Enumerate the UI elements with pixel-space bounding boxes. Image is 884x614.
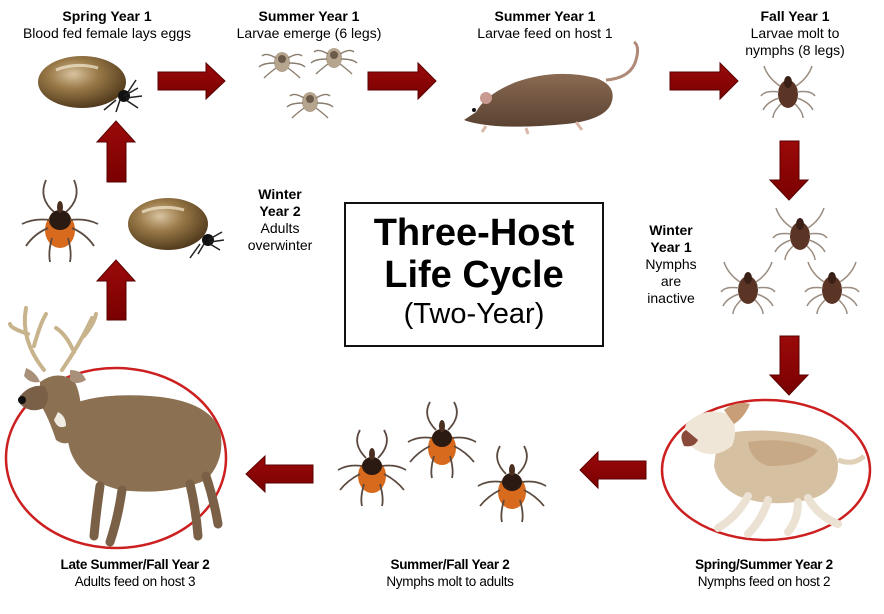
arrow-right-icon (669, 61, 739, 101)
title-line-2: Life Cycle (384, 254, 564, 296)
adult-tick (477, 445, 547, 523)
stage-title: Winter (649, 222, 693, 238)
adult-ticks-icon (337, 401, 547, 523)
nymph (772, 207, 828, 261)
host-circle (660, 398, 872, 542)
arrow-left-icon (579, 450, 647, 490)
tick-nymph-icon (760, 65, 816, 119)
larva (286, 92, 334, 119)
tick-nymphs-inactive-icon (720, 207, 860, 315)
dog-host-2-icon (660, 398, 872, 542)
stage-label-winter-year-1: Winter Year 1 Nymphs are inactive (632, 222, 710, 307)
stage-title: Winter (258, 186, 302, 202)
title-line-1: Three-Host (373, 212, 575, 254)
stage-description: Adults (260, 220, 300, 236)
stage-label-late-summer-fall-year-2: Late Summer/Fall Year 2 Adults feed on h… (20, 556, 250, 590)
deer-host-3-icon (4, 306, 228, 550)
stage-title: Summer Year 1 (494, 8, 596, 24)
adult-tick (407, 401, 477, 479)
stage-title: Summer Year 1 (258, 8, 360, 24)
stage-label-summer-fall-year-2: Summer/Fall Year 2 Nymphs molt to adults (350, 556, 550, 590)
stage-label-winter-year-2: Winter Year 2 Adults overwinter (230, 186, 330, 254)
stage-description: Larvae emerge (6 legs) (236, 25, 382, 41)
tick-larvae-icon (258, 48, 358, 119)
stage-description-line2: are (660, 273, 682, 289)
arrow-down-icon (768, 335, 810, 396)
stage-label-spring-summer-year-2: Spring/Summer Year 2 Nymphs feed on host… (664, 556, 864, 590)
stage-description: Larvae molt to (750, 25, 840, 41)
stage-title-line2: Year 2 (259, 203, 301, 219)
stage-label-spring-year-1: Spring Year 1 Blood fed female lays eggs (4, 8, 210, 42)
adult-tick (337, 429, 407, 507)
stage-description: Nymphs (645, 256, 697, 272)
stage-title: Summer/Fall Year 2 (390, 557, 510, 572)
arrow-left-icon (245, 454, 314, 494)
larva (258, 52, 306, 79)
engorged-tick (128, 198, 225, 259)
stage-description-line2: nymphs (8 legs) (745, 42, 845, 58)
nymph (720, 261, 776, 315)
stage-label-fall-year-1: Fall Year 1 Larvae molt to nymphs (8 leg… (730, 8, 860, 59)
diagram-title-box: Three-Host Life Cycle (Two-Year) (344, 202, 604, 347)
stage-description-line3: inactive (647, 290, 695, 306)
stage-description: Nymphs molt to adults (386, 574, 514, 589)
stage-title: Spring Year 1 (62, 8, 152, 24)
host-circle (4, 366, 228, 550)
adult-tick (21, 179, 99, 263)
arrow-up-icon (95, 120, 137, 183)
stage-description-line2: overwinter (247, 237, 313, 253)
stage-title: Fall Year 1 (760, 8, 830, 24)
stage-title: Late Summer/Fall Year 2 (60, 557, 210, 572)
stage-label-summer-year-1-host-1: Summer Year 1 Larvae feed on host 1 (460, 8, 630, 42)
stage-description: Nymphs feed on host 2 (697, 574, 831, 589)
engorged-female-tick-icon (38, 56, 143, 113)
arrow-right-icon (157, 61, 226, 101)
nymph (804, 261, 860, 315)
larva (310, 48, 358, 75)
stage-description: Blood fed female lays eggs (22, 25, 192, 41)
title-line-3: (Two-Year) (403, 298, 545, 330)
arrow-up-icon (95, 259, 137, 321)
stage-description: Larvae feed on host 1 (477, 25, 613, 41)
rat-host-1-icon (464, 40, 640, 135)
stage-description: Adults feed on host 3 (74, 574, 196, 589)
stage-label-summer-year-1-larvae-emerge: Summer Year 1 Larvae emerge (6 legs) (214, 8, 404, 42)
adult-and-engorged-tick-icon (21, 179, 225, 263)
arrow-right-icon (367, 61, 437, 101)
stage-title-line2: Year 1 (650, 239, 692, 255)
stage-title: Spring/Summer Year 2 (695, 557, 833, 572)
arrow-down-icon (768, 140, 810, 201)
